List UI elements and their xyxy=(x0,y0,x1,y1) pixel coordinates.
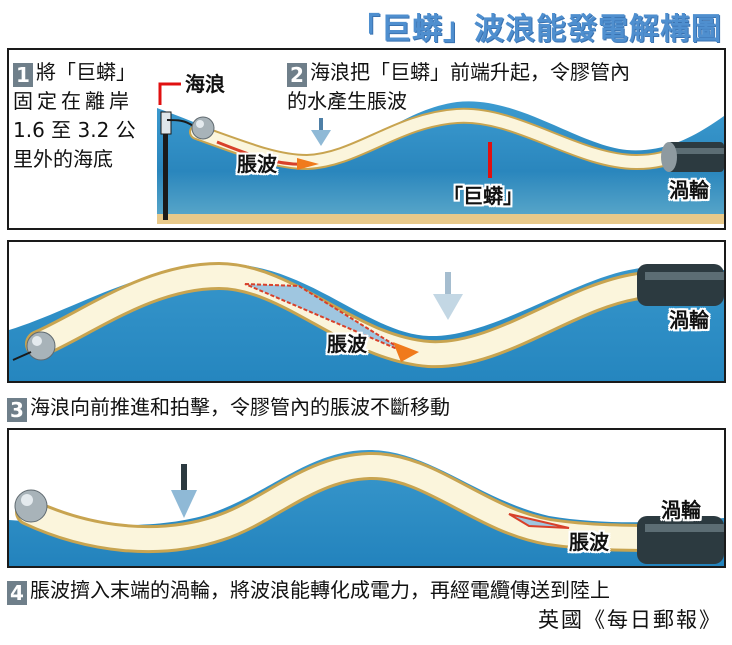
scene-step-4: 渦輪 脹波 xyxy=(9,430,724,566)
step-1-line-4: 里外的海底 xyxy=(13,147,113,171)
label-bulge: 脹波 xyxy=(569,530,609,554)
step-number-badge: 4 xyxy=(7,581,27,605)
scene-step-3: 脹波 渦輪 xyxy=(9,242,724,381)
label-turbine: 渦輪 xyxy=(661,498,701,522)
panel-step-3: 脹波 渦輪 xyxy=(7,240,726,383)
label-turbine: 渦輪 xyxy=(669,308,709,332)
label-turbine: 渦輪 xyxy=(669,178,709,202)
step-2-line-2: 的水產生脹波 xyxy=(287,89,407,113)
step-1-line-3: 1.6 至 3.2 公 xyxy=(13,118,136,142)
label-bulge: 脹波 xyxy=(327,332,367,356)
step-1-line-2: 固定在離岸 xyxy=(13,89,133,113)
panel-step-4: 渦輪 脹波 xyxy=(7,428,726,568)
step-3-text: 海浪向前推進和拍擊，令膠管內的脹波不斷移動 xyxy=(30,395,450,419)
step-4-text: 脹波擠入末端的渦輪，將波浪能轉化成電力，再經電纜傳送到陸上 xyxy=(30,578,610,602)
label-anaconda: 「巨蟒」 xyxy=(443,184,523,208)
label-wave: 海浪 xyxy=(185,72,225,96)
step-number-badge: 3 xyxy=(7,398,27,422)
label-bulge: 脹波 xyxy=(237,152,277,176)
source-credit: 英國《每日郵報》 xyxy=(538,608,722,632)
scene-step-1: 海浪 脹波 「巨蟒」 渦輪 xyxy=(157,50,724,228)
step-number-badge: 2 xyxy=(287,63,307,87)
step-2-line-1: 海浪把「巨蟒」前端升起，令膠管內 xyxy=(310,60,630,84)
page-title: 「巨蟒」波浪能發電解構圖 xyxy=(350,12,722,47)
step-1-line-1: 將「巨蟒」 xyxy=(36,60,136,84)
step-number-badge: 1 xyxy=(13,63,33,87)
